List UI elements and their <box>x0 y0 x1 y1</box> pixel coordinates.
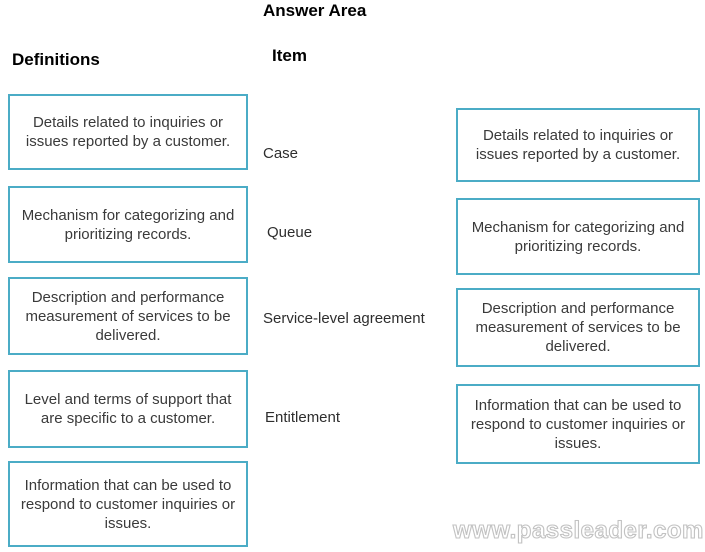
definition-box-knowledge[interactable]: Information that can be used to respond … <box>8 461 248 547</box>
definition-text: Mechanism for categorizing and prioritiz… <box>21 206 235 243</box>
answer-area-title: Answer Area <box>263 1 367 20</box>
item-column-header: Item <box>272 46 307 65</box>
answer-box-queue[interactable]: Mechanism for categorizing and prioritiz… <box>456 198 700 275</box>
definition-box-case[interactable]: Details related to inquiries or issues r… <box>8 94 248 170</box>
definition-text: Information that can be used to respond … <box>20 476 236 532</box>
answer-box-service-level-agreement[interactable]: Description and performance measurement … <box>456 288 700 367</box>
definition-box-sla[interactable]: Description and performance measurement … <box>8 277 248 355</box>
definitions-column-header: Definitions <box>12 50 100 69</box>
passleader-watermark: www.passleader.com <box>452 516 704 544</box>
definition-box-entitlement[interactable]: Level and terms of support that are spec… <box>8 370 248 448</box>
item-label-case: Case <box>263 145 299 162</box>
answer-box-case[interactable]: Details related to inquiries or issues r… <box>456 108 700 182</box>
answer-text: Information that can be used to respond … <box>470 396 686 452</box>
definition-box-queue[interactable]: Mechanism for categorizing and prioritiz… <box>8 186 248 263</box>
item-label-entitlement: Entitlement <box>265 409 341 426</box>
item-label-service-level-agreement: Service-level agreement <box>263 310 425 327</box>
answer-text: Details related to inquiries or issues r… <box>475 127 681 163</box>
answer-text: Mechanism for categorizing and prioritiz… <box>471 218 685 255</box>
definition-text: Level and terms of support that are spec… <box>24 391 232 427</box>
definition-text: Description and performance measurement … <box>25 288 231 344</box>
item-label-queue: Queue <box>267 224 313 241</box>
definition-text: Details related to inquiries or issues r… <box>25 114 231 150</box>
answer-box-entitlement[interactable]: Information that can be used to respond … <box>456 384 700 464</box>
answer-text: Description and performance measurement … <box>475 300 681 355</box>
